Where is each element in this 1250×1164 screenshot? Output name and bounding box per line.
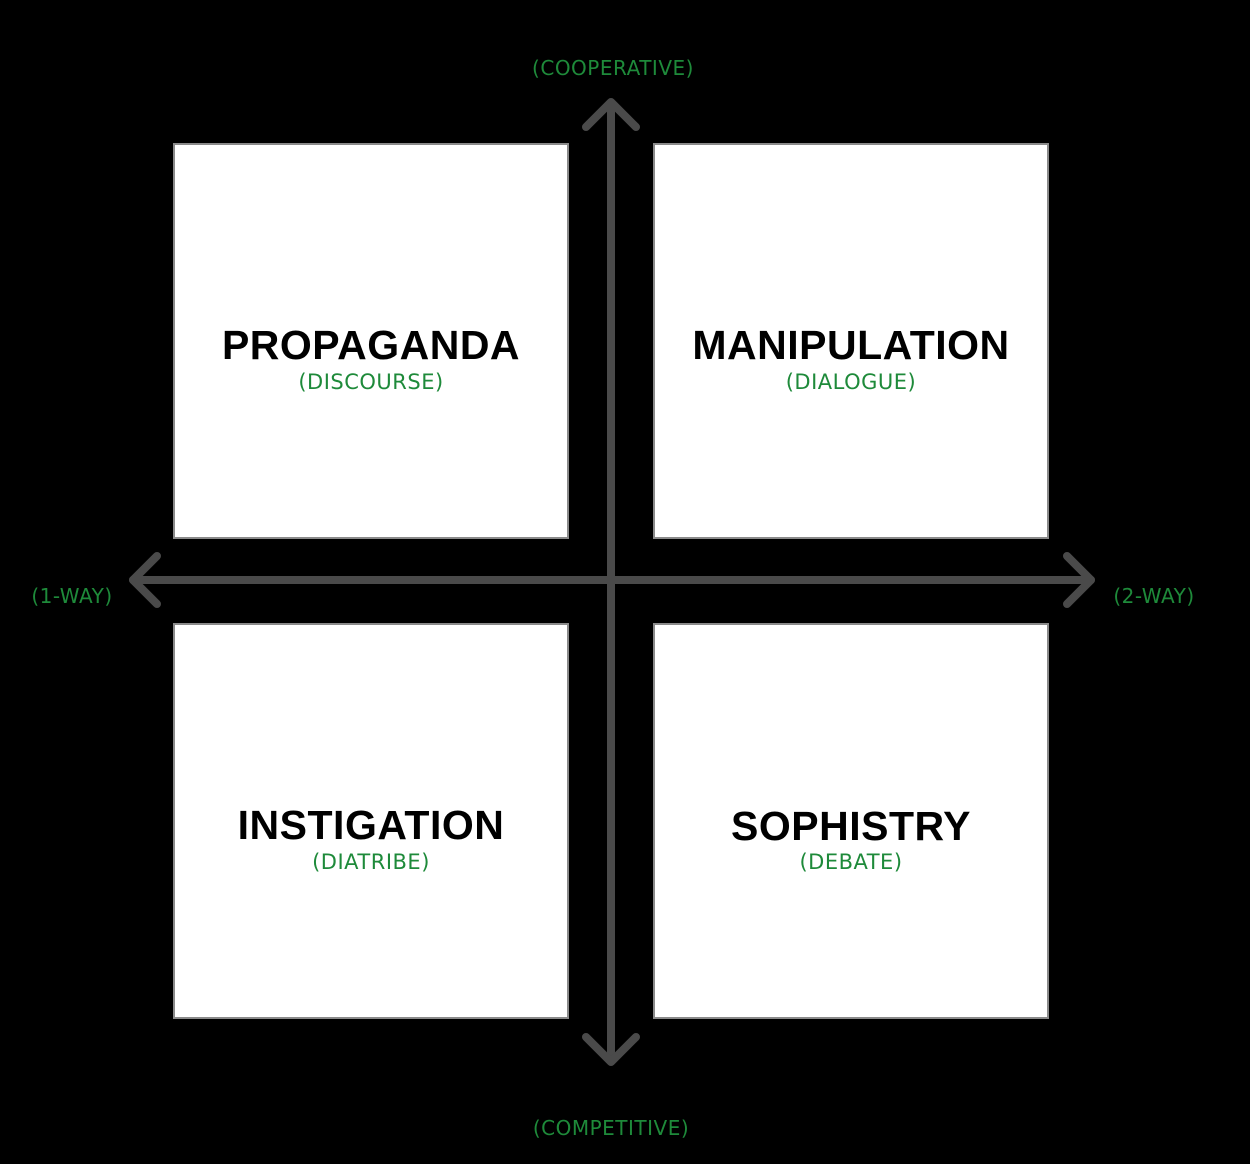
axis-label-two-way: (2-WAY)	[1113, 584, 1195, 608]
arrow-down-icon	[582, 1033, 640, 1066]
quadrant-title: INSTIGATION	[237, 802, 505, 848]
quadrant-subtitle: (DEBATE)	[799, 850, 903, 874]
arrow-left-icon	[129, 552, 161, 608]
arrow-up-icon	[582, 98, 640, 131]
quadrant-propaganda: PROPAGANDA (DISCOURSE)	[173, 143, 569, 539]
quadrant-title: MANIPULATION	[692, 322, 1010, 368]
quadrant-title: SOPHISTRY	[731, 803, 971, 849]
quadrant-subtitle: (DIATRIBE)	[312, 850, 430, 874]
quadrant-title: PROPAGANDA	[221, 322, 521, 368]
quadrant-sophistry: SOPHISTRY (DEBATE)	[653, 623, 1049, 1019]
quadrant-manipulation: MANIPULATION (DIALOGUE)	[653, 143, 1049, 539]
quadrant-instigation: INSTIGATION (DIATRIBE)	[173, 623, 569, 1019]
axis-label-one-way: (1-WAY)	[31, 584, 113, 608]
quadrant-subtitle: (DISCOURSE)	[298, 370, 444, 394]
axis-label-competitive: (COMPETITIVE)	[532, 1116, 690, 1140]
quadrant-subtitle: (DIALOGUE)	[785, 370, 917, 394]
arrow-right-icon	[1063, 552, 1095, 608]
axis-label-cooperative: (COOPERATIVE)	[532, 56, 694, 80]
